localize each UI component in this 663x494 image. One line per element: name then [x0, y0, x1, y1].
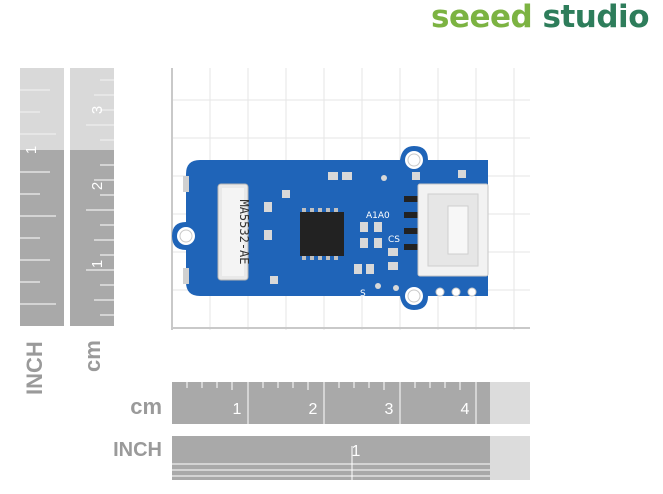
bottom-cm-number-1: 1 — [233, 401, 242, 418]
chip-label: MA5532-AE — [237, 199, 251, 264]
left-cm-number-3: 3 — [89, 106, 106, 114]
left-cm-label: cm — [80, 340, 105, 372]
bottom-cm-label: cm — [130, 394, 162, 419]
left-cm-ruler — [70, 68, 114, 326]
silk-cs: CS — [388, 235, 400, 245]
seeed-studio-logo: seeed studio — [431, 0, 649, 35]
bottom-cm-number-2: 2 — [309, 401, 318, 418]
bottom-cm-number-4: 4 — [461, 401, 470, 418]
silk-a1a0: A1A0 — [366, 211, 390, 221]
silk-s: S — [360, 289, 366, 299]
left-cm-number-1: 1 — [89, 260, 106, 268]
sensor-board: MA5532-AE A1A0 CS — [172, 146, 489, 310]
left-inch-label: INCH — [22, 341, 47, 395]
bottom-inch-ruler — [172, 436, 530, 480]
bottom-cm-ruler — [172, 382, 530, 424]
bottom-cm-number-3: 3 — [385, 401, 394, 418]
left-inch-number-1: 1 — [23, 146, 40, 154]
left-inch-ruler — [20, 68, 64, 326]
left-cm-number-2: 2 — [89, 182, 106, 190]
bottom-inch-number-1: 1 — [352, 443, 361, 460]
bottom-inch-label: INCH — [113, 439, 162, 461]
